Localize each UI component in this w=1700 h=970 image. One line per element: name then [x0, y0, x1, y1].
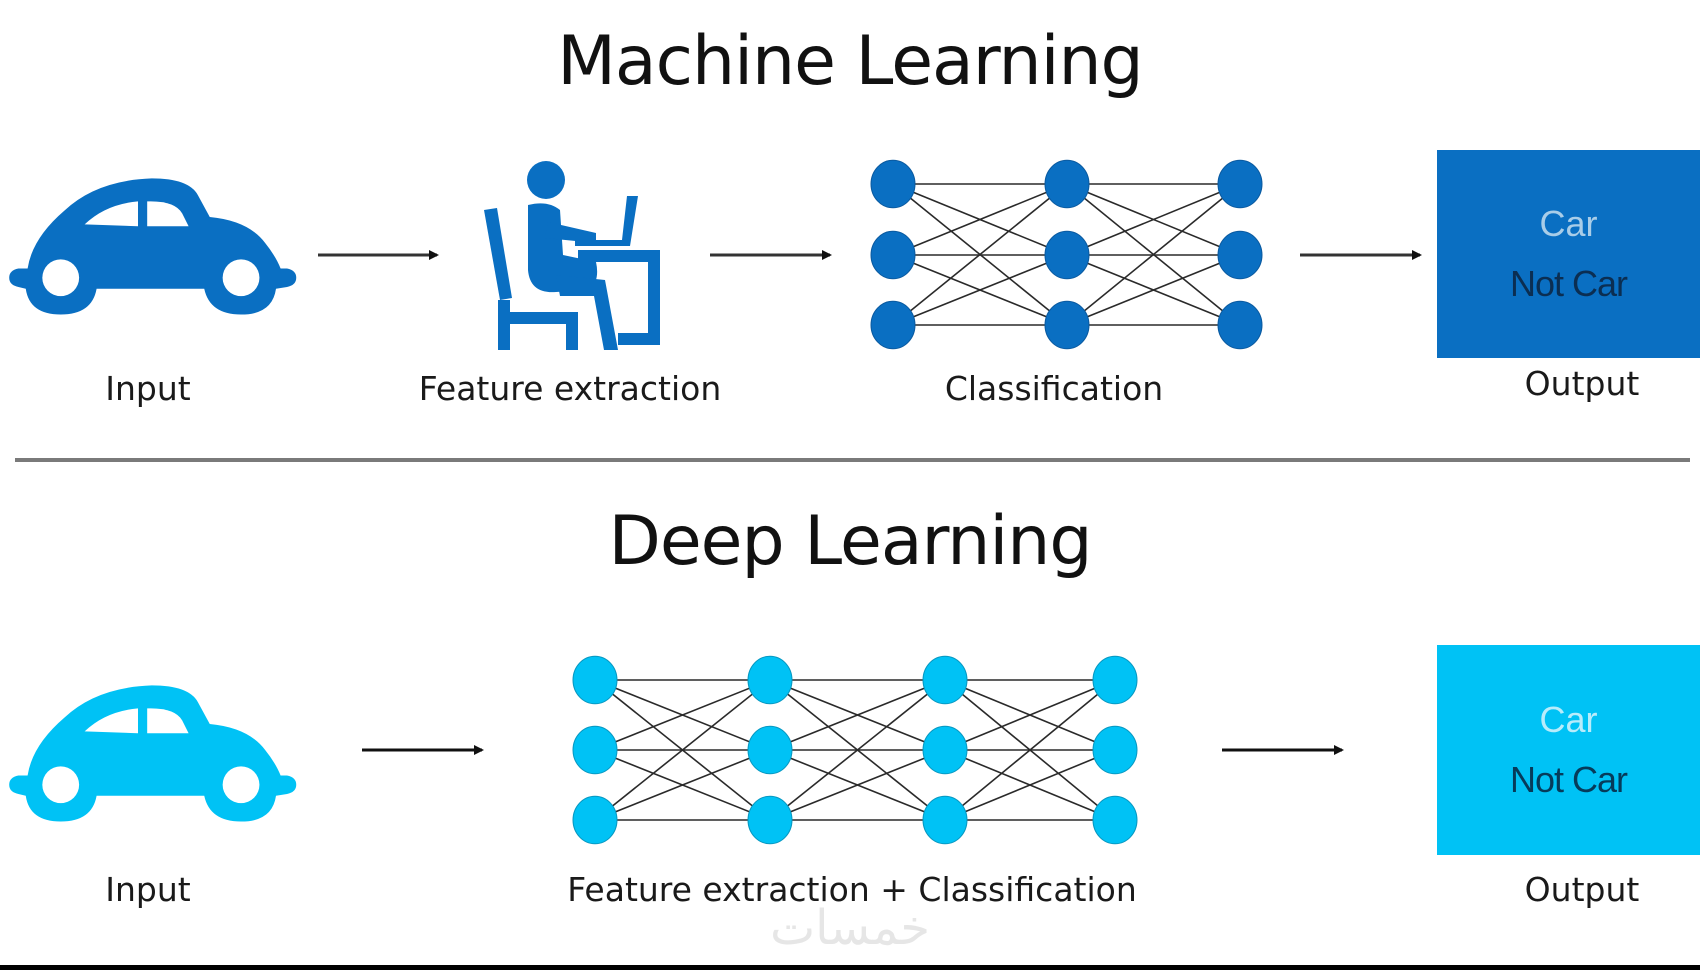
nn-connection	[594, 679, 771, 751]
nn-node	[572, 655, 618, 705]
nn-node	[1092, 795, 1138, 845]
nn-node	[922, 655, 968, 705]
nn-node	[870, 159, 916, 209]
nn-node	[1092, 655, 1138, 705]
nn-connection	[594, 679, 771, 821]
nn-connection	[769, 679, 946, 821]
ml-input-car-icon	[9, 178, 297, 315]
nn-node	[747, 725, 793, 775]
nn-node	[922, 795, 968, 845]
bottom-border	[0, 965, 1700, 970]
ml-output-not-car-text: Not Car	[1509, 263, 1628, 304]
nn-node	[1092, 725, 1138, 775]
nn-node	[572, 725, 618, 775]
nn-node	[1044, 230, 1090, 280]
dl-input-label: Input	[105, 870, 191, 909]
nn-node	[1044, 300, 1090, 350]
nn-node	[747, 795, 793, 845]
ml-classification-label: Classification	[944, 369, 1164, 408]
dl-input-car-icon	[9, 685, 297, 822]
nn-node	[1044, 159, 1090, 209]
dl-output-car-text: Car	[1539, 699, 1598, 740]
nn-connection	[1066, 183, 1241, 326]
ml-output-car-text: Car	[1539, 203, 1598, 244]
nn-connection	[892, 183, 1068, 256]
nn-node	[870, 300, 916, 350]
nn-node	[870, 230, 916, 280]
ml-output-box: Car Not Car	[1437, 150, 1700, 358]
ml-output-label: Output	[1524, 364, 1640, 403]
nn-connection	[892, 254, 1068, 326]
nn-connection	[769, 749, 946, 821]
person-at-laptop-icon	[484, 161, 660, 350]
nn-connection	[1066, 254, 1241, 326]
watermark: خمسات	[769, 900, 931, 956]
dl-feature-classification-network	[572, 655, 1138, 845]
nn-connection	[944, 679, 1116, 751]
nn-connection	[892, 183, 1068, 326]
nn-node	[572, 795, 618, 845]
nn-node	[922, 725, 968, 775]
nn-node	[1217, 300, 1263, 350]
ml-classification-network	[870, 159, 1263, 350]
nn-connection	[944, 749, 1116, 821]
dl-output-not-car-text: Not Car	[1509, 759, 1628, 800]
nn-connection	[769, 679, 946, 751]
ml-feature-extraction-label: Feature extraction	[418, 369, 722, 408]
nn-node	[1217, 230, 1263, 280]
dl-feature-classification-label: Feature extraction + Classification	[567, 870, 1137, 909]
dl-output-label: Output	[1524, 870, 1640, 909]
machine-learning-title: Machine Learning	[557, 22, 1143, 101]
ml-input-label: Input	[105, 369, 191, 408]
deep-learning-title: Deep Learning	[608, 502, 1092, 581]
nn-connection	[594, 749, 771, 821]
dl-output-box: Car Not Car	[1437, 645, 1700, 855]
nn-connection	[944, 679, 1116, 821]
nn-connection	[1066, 183, 1241, 256]
nn-node	[1217, 159, 1263, 209]
section-divider	[15, 458, 1690, 462]
nn-node	[747, 655, 793, 705]
